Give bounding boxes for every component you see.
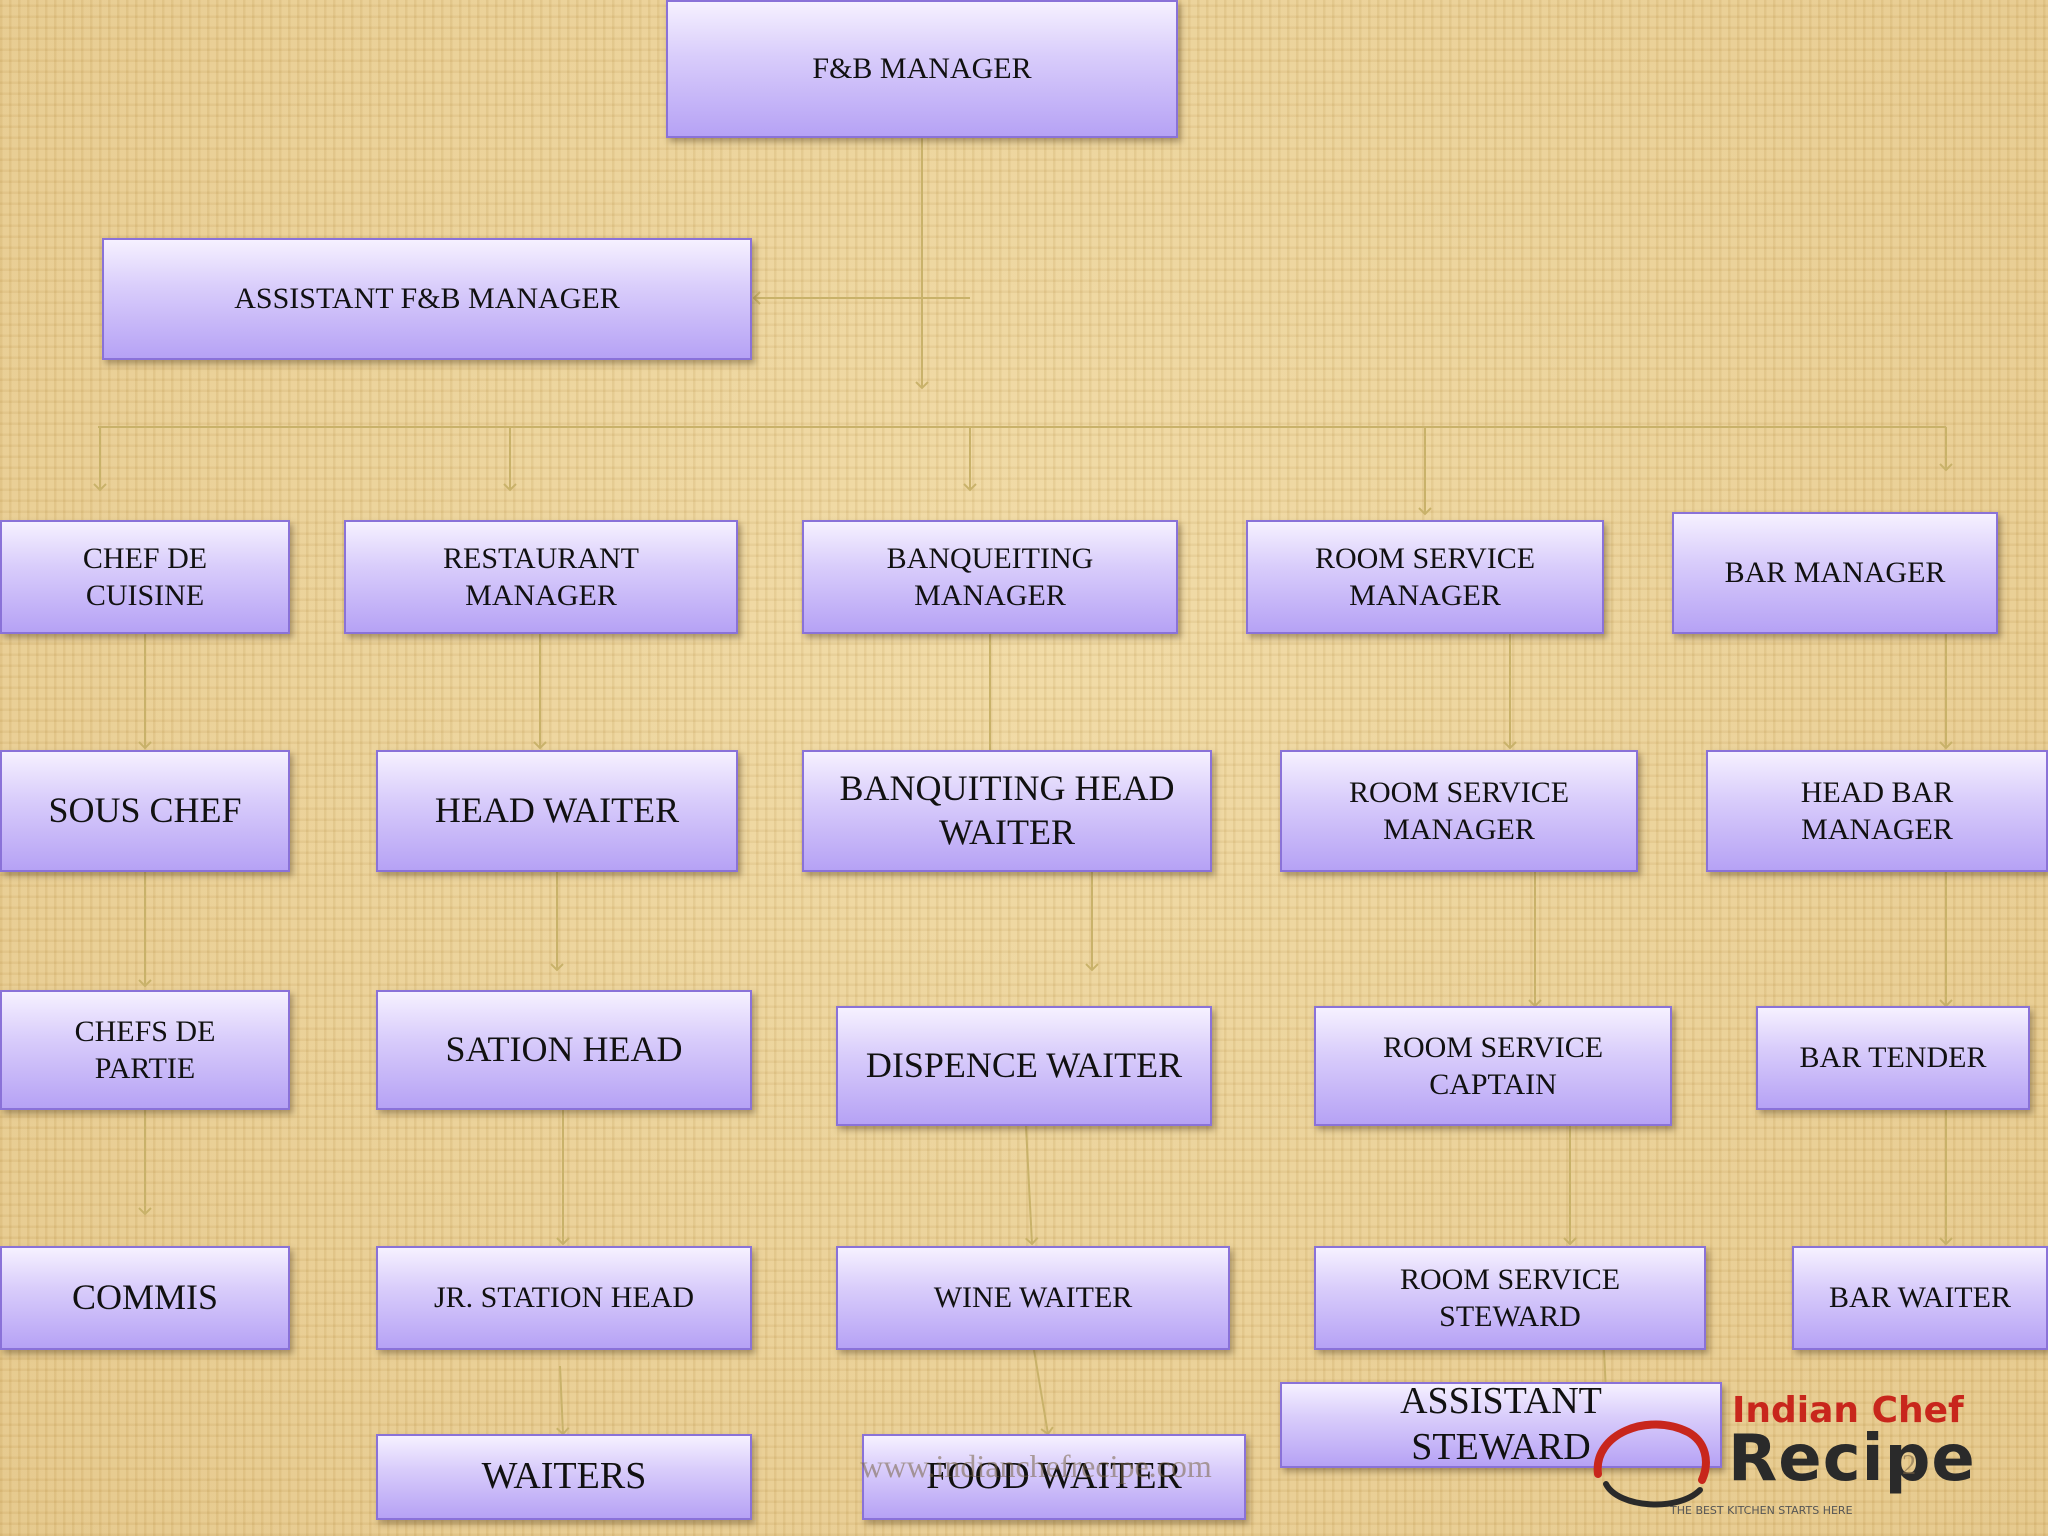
- node-room-service-manager-2: ROOM SERVICE MANAGER: [1280, 750, 1638, 872]
- node-bar-manager: BAR MANAGER: [1672, 512, 1998, 634]
- node-waiters: WAITERS: [376, 1434, 752, 1520]
- node-jr-station-head: JR. STATION HEAD: [376, 1246, 752, 1350]
- indian-chef-recipe-logo: Indian Chef Recipe THE BEST KITCHEN STAR…: [1578, 1388, 2018, 1524]
- node-chefs-de-partie: CHEFS DE PARTIE: [0, 990, 290, 1110]
- node-banqueiting-manager: BANQUEITING MANAGER: [802, 520, 1178, 634]
- node-food-waiter: FOOD WAITER: [862, 1434, 1246, 1520]
- node-sation-head: SATION HEAD: [376, 990, 752, 1110]
- logo-tagline: THE BEST KITCHEN STARTS HERE: [1670, 1504, 1853, 1517]
- node-bar-tender: BAR TENDER: [1756, 1006, 2030, 1110]
- node-restaurant-manager: RESTAURANT MANAGER: [344, 520, 738, 634]
- logo-text-line2: Recipe: [1728, 1422, 1976, 1496]
- node-room-service-manager: ROOM SERVICE MANAGER: [1246, 520, 1604, 634]
- node-room-service-captain: ROOM SERVICE CAPTAIN: [1314, 1006, 1672, 1126]
- node-head-waiter: HEAD WAITER: [376, 750, 738, 872]
- node-fb-manager: F&B MANAGER: [666, 0, 1178, 138]
- node-head-bar-manager: HEAD BAR MANAGER: [1706, 750, 2048, 872]
- node-banquiting-head-waiter: BANQUITING HEAD WAITER: [802, 750, 1212, 872]
- node-assistant-fb-manager: ASSISTANT F&B MANAGER: [102, 238, 752, 360]
- node-commis: COMMIS: [0, 1246, 290, 1350]
- chef-hat-swirl-icon: [1593, 1420, 1710, 1508]
- logo-text-line1: Indian Chef: [1732, 1390, 1964, 1431]
- node-room-service-steward: ROOM SERVICE STEWARD: [1314, 1246, 1706, 1350]
- node-dispence-waiter: DISPENCE WAITER: [836, 1006, 1212, 1126]
- node-wine-waiter: WINE WAITER: [836, 1246, 1230, 1350]
- node-bar-waiter: BAR WAITER: [1792, 1246, 2048, 1350]
- slide-page-number: 2: [1902, 1450, 1916, 1481]
- node-chef-de-cuisine: CHEF DE CUISINE: [0, 520, 290, 634]
- node-sous-chef: SOUS CHEF: [0, 750, 290, 872]
- website-watermark: www.indianchefrecipe.com: [860, 1448, 1212, 1484]
